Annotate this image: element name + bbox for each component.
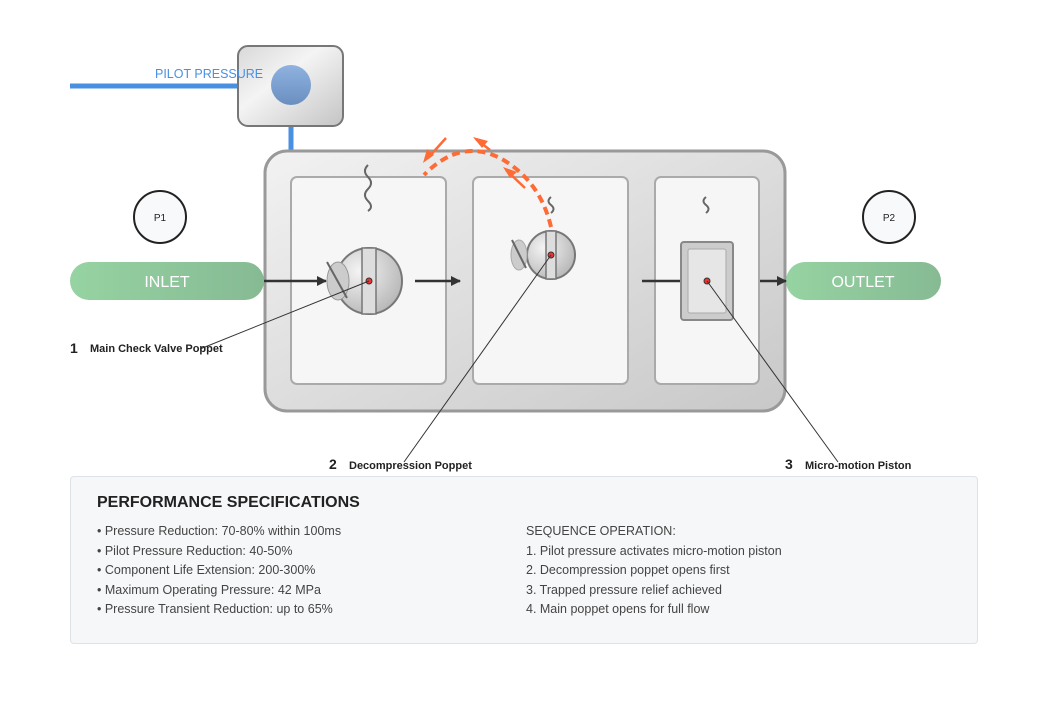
relief-path: [422, 137, 553, 228]
callout-leader-2: [403, 254, 552, 463]
callout-number-3: 3: [785, 456, 793, 472]
spec-item: • Pressure Reduction: 70-80% within 100m…: [97, 524, 342, 538]
arrow-icon: [473, 137, 488, 148]
outlet-label: OUTLET: [831, 274, 894, 291]
spec-item: • Pilot Pressure Reduction: 40-50%: [97, 543, 293, 558]
spring-icon: [364, 164, 372, 212]
spring-icon: [547, 196, 555, 214]
outlet-port: [786, 262, 941, 300]
callout-number-2: 2: [329, 456, 337, 472]
arrow-icon: [503, 167, 517, 178]
gauge-p2: [862, 190, 916, 244]
gauge-p1: [133, 190, 187, 244]
callout-label-1: Main Check Valve Poppet: [90, 343, 223, 355]
arrow-icon: [423, 149, 434, 163]
sequence-item: 1. Pilot pressure activates micro-motion…: [526, 543, 782, 558]
callout-label-2: Decompression Poppet: [349, 460, 472, 472]
specs-title: PERFORMANCE SPECIFICATIONS: [97, 494, 360, 511]
gauge-p2-label: P2: [883, 213, 896, 224]
chamber-2: [472, 176, 629, 385]
callout-label-3: Micro-motion Piston: [805, 460, 912, 472]
spec-item: • Maximum Operating Pressure: 42 MPa: [97, 582, 321, 597]
pilot-piston-icon: [271, 65, 311, 105]
callout-number-1: 1: [70, 340, 78, 356]
sequence-item: 3. Trapped pressure relief achieved: [526, 582, 722, 597]
callout-leader-1: [199, 280, 370, 350]
callout-leader-3: [706, 280, 839, 463]
pilot-pressure-label: PILOT PRESSURE: [155, 67, 263, 81]
sequence-item: 4. Main poppet opens for full flow: [526, 602, 710, 616]
inlet-label: INLET: [144, 274, 190, 291]
spec-item: • Component Life Extension: 200-300%: [97, 563, 316, 577]
gauge-p1-label: P1: [154, 213, 167, 224]
inlet-port: [70, 262, 264, 300]
sequence-item: 2. Decompression poppet opens first: [526, 563, 730, 577]
sequence-title: SEQUENCE OPERATION:: [526, 524, 676, 538]
performance-specs-panel: PERFORMANCE SPECIFICATIONS • Pressure Re…: [70, 476, 978, 644]
sequence-list: SEQUENCE OPERATION: 1. Pilot pressure ac…: [526, 522, 782, 620]
specs-list: • Pressure Reduction: 70-80% within 100m…: [97, 522, 341, 620]
spring-icon: [702, 196, 710, 214]
spec-item: • Pressure Transient Reduction: up to 65…: [97, 602, 333, 616]
